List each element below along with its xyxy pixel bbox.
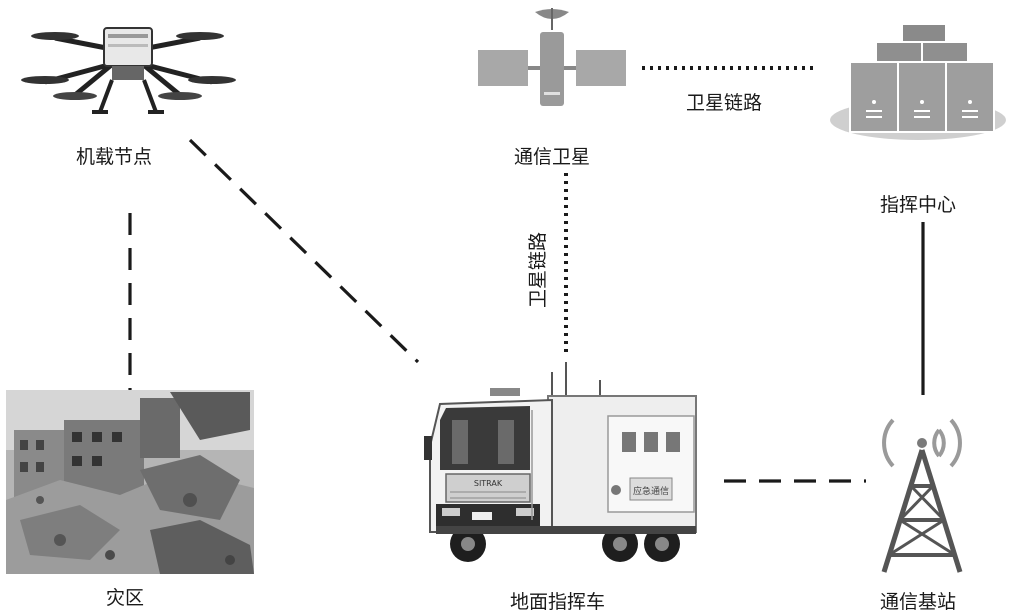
label-satellite-link-horizontal: 卫星链路 — [686, 92, 763, 114]
label-base-station: 通信基站 — [880, 591, 957, 613]
label-satellite: 通信卫星 — [514, 146, 591, 168]
drone-icon — [21, 27, 236, 114]
label-airborne-node: 机载节点 — [76, 146, 153, 168]
label-disaster-area: 灾区 — [106, 587, 145, 609]
label-command-center: 指挥中心 — [880, 194, 957, 216]
label-ground-vehicle: 地面指挥车 — [510, 591, 606, 613]
collapsed-buildings-image — [6, 390, 254, 574]
satellite-icon — [478, 8, 626, 106]
truck-grille-text: SITRAK — [474, 479, 503, 488]
label-satellite-link-vertical: 卫星链路 — [527, 231, 550, 309]
cell-tower-icon — [881, 418, 963, 573]
truck-panel-text: 应急通信 — [633, 485, 669, 497]
command-truck-icon: 应急通信 SITRAK — [424, 362, 697, 562]
link-drone-vehicle — [188, 138, 420, 364]
server-cluster-icon — [830, 23, 1006, 140]
